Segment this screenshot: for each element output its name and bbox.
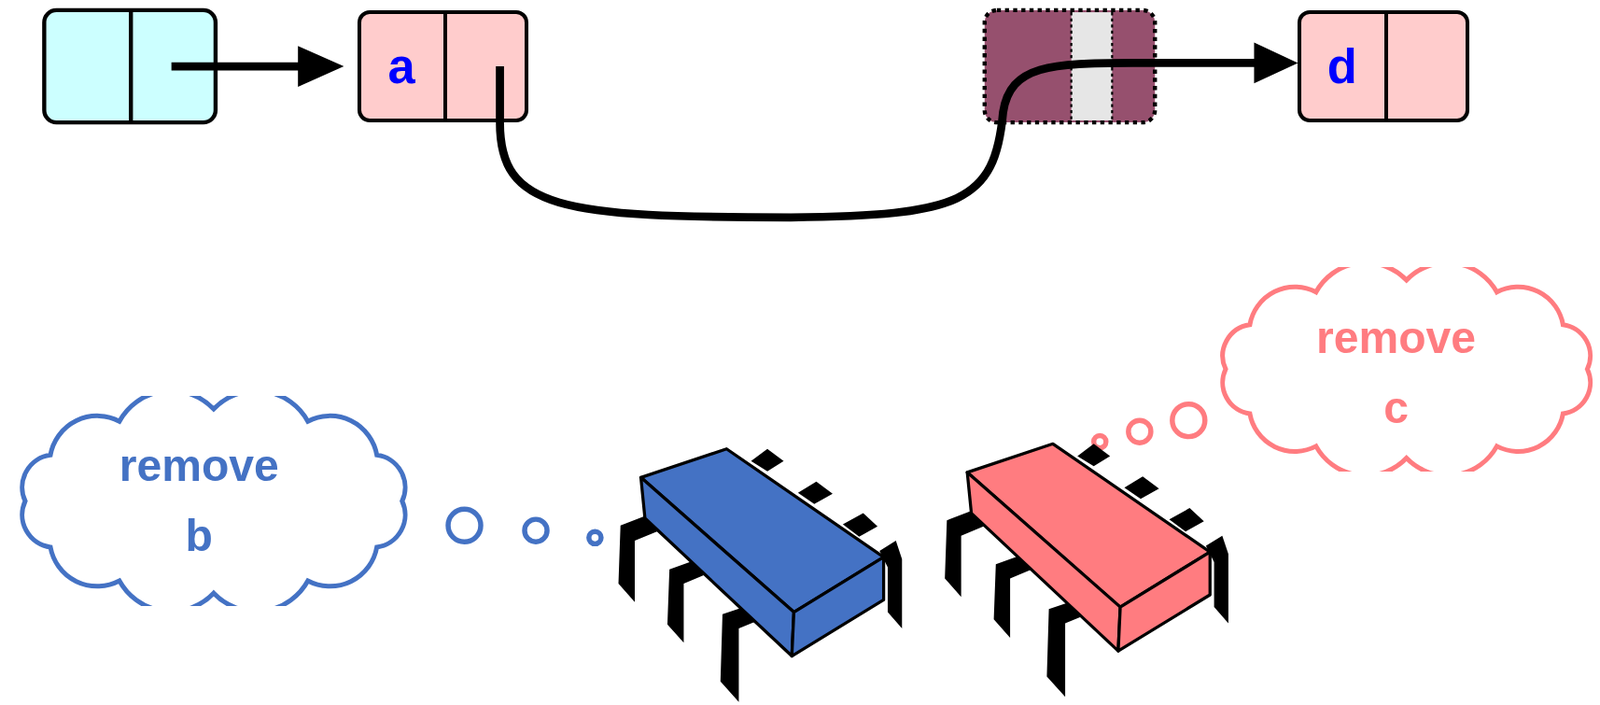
node-value: a bbox=[361, 14, 443, 119]
processor-chip-blue bbox=[618, 449, 903, 702]
cloud-outline bbox=[1212, 266, 1600, 472]
thought-cloud: remove b bbox=[12, 395, 416, 606]
node-value: d bbox=[1301, 14, 1383, 119]
head-pointer-arrow bbox=[171, 45, 345, 87]
thought-text: remove b bbox=[110, 430, 289, 570]
thought-dots-pink bbox=[1094, 404, 1206, 449]
cell-divider bbox=[443, 14, 448, 119]
thought-dots-blue bbox=[448, 508, 602, 544]
list-node: d bbox=[1297, 10, 1470, 123]
processor-chip-pink bbox=[944, 443, 1229, 697]
cloud-outline bbox=[12, 395, 416, 606]
thought-text: remove c bbox=[1306, 302, 1486, 442]
thought-cloud: remove c bbox=[1212, 266, 1600, 472]
next-pointer bbox=[500, 42, 1299, 218]
cell-divider bbox=[1384, 14, 1389, 119]
